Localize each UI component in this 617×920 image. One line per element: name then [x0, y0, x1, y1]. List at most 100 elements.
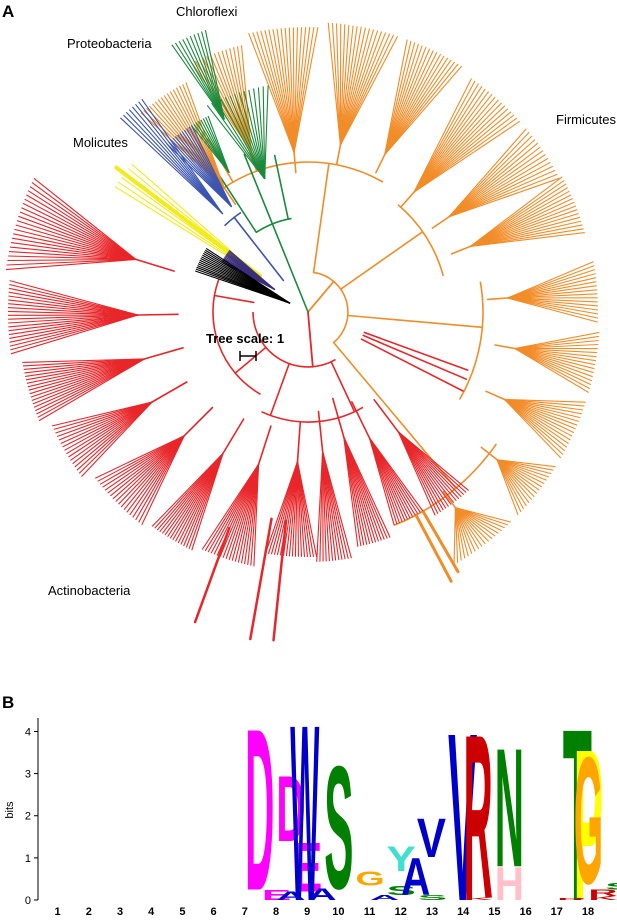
branch-firmicutes	[399, 191, 415, 208]
logo-letter-G: G	[355, 868, 384, 890]
tip-line	[454, 507, 486, 545]
clade-label-molicutes: Molicutes	[73, 135, 128, 150]
tip-line	[384, 50, 434, 155]
tip-line	[151, 453, 224, 527]
tip-line	[507, 293, 598, 299]
tip-line	[413, 78, 472, 193]
y-tick-label: 4	[25, 726, 31, 738]
tip-line	[454, 507, 476, 552]
tip-line	[12, 237, 136, 260]
logo-column: KR	[464, 686, 494, 920]
tip-line	[413, 99, 499, 193]
tip-line	[514, 347, 593, 378]
branch-firmicutes	[223, 186, 237, 205]
tip-line	[384, 40, 412, 155]
tip-line	[455, 507, 490, 542]
tip-line	[469, 183, 567, 247]
tip-line	[107, 435, 185, 494]
tip-line	[207, 115, 230, 173]
branch-actinobacteria	[137, 313, 179, 316]
tip-line	[413, 88, 486, 193]
tip-line	[104, 435, 185, 491]
tip-line	[514, 347, 597, 358]
tip-line	[185, 82, 225, 188]
tip-line	[413, 114, 515, 193]
tip-line	[470, 212, 579, 247]
tip-line	[8, 303, 139, 316]
branch-firmicutes	[332, 341, 457, 490]
tip-line	[453, 507, 456, 565]
tip-line	[25, 358, 145, 381]
tip-fan-actinobacteria	[343, 436, 391, 547]
tip-line	[141, 435, 185, 526]
branch-actinobacteria	[183, 406, 214, 437]
tip-fan-actinobacteria	[5, 177, 137, 271]
tip-line	[507, 265, 595, 299]
tip-line	[112, 435, 185, 500]
tip-line	[7, 310, 139, 316]
tip-line	[138, 435, 185, 523]
tip-line	[8, 251, 136, 260]
tip-line	[504, 398, 581, 419]
tip-line	[470, 198, 573, 247]
branch-firmicutes	[494, 344, 516, 350]
tip-line	[264, 85, 269, 179]
branch-actinobacteria	[350, 401, 371, 439]
tip-fan-actinobacteria	[316, 451, 352, 562]
tip-line	[496, 459, 550, 478]
tip-line	[27, 358, 145, 388]
phylogenetic-tree	[5, 22, 600, 642]
tip-line	[413, 96, 496, 193]
tree-tip-fans	[5, 22, 600, 567]
tip-line	[335, 23, 341, 146]
tip-line	[504, 398, 576, 430]
tip-line	[33, 177, 137, 260]
tip-line	[496, 459, 527, 507]
panel-b-label: B	[2, 693, 14, 712]
tip-line	[339, 33, 391, 146]
tip-line	[224, 97, 266, 180]
tip-line	[339, 26, 358, 146]
tip-line	[293, 27, 303, 153]
tip-line	[13, 233, 137, 260]
tip-line	[115, 435, 185, 502]
logo-column: AED	[276, 758, 322, 907]
tip-fan-firmicutes	[384, 39, 463, 156]
tip-line	[288, 27, 295, 153]
branch-firmicutes	[346, 314, 484, 329]
tip-line	[260, 30, 295, 153]
tip-line	[514, 347, 598, 354]
tip-line	[109, 435, 185, 497]
tip-line	[14, 228, 137, 260]
branch-actinobacteria	[151, 381, 188, 403]
tip-line	[102, 435, 185, 488]
tip-line	[123, 114, 224, 215]
branch-firmicutes	[339, 230, 424, 290]
tip-line	[197, 32, 225, 120]
branch-firmicutes	[450, 245, 472, 255]
tip-line	[470, 220, 582, 247]
tip-line	[339, 29, 375, 146]
clade-label-chloroflexi: Chloroflexi	[176, 4, 238, 19]
tip-line	[252, 32, 295, 153]
logo-column: ED	[245, 682, 291, 920]
tip-line	[454, 507, 480, 550]
tip-line	[514, 347, 593, 382]
tip-line	[496, 459, 552, 475]
position-label: 4	[148, 906, 155, 918]
tip-line	[343, 436, 359, 547]
tip-line	[268, 29, 295, 153]
branch-firmicutes	[486, 297, 509, 301]
tip-line	[66, 401, 153, 455]
tip-line	[123, 435, 185, 511]
tip-line	[413, 93, 493, 193]
tip-line	[448, 128, 527, 218]
tip-line	[53, 401, 153, 430]
tip-line	[293, 26, 307, 153]
tip-line	[448, 154, 546, 218]
tip-fan-firmicutes	[496, 459, 556, 515]
logo-column: RP	[557, 704, 603, 920]
branch-actinobacteria	[331, 397, 345, 438]
